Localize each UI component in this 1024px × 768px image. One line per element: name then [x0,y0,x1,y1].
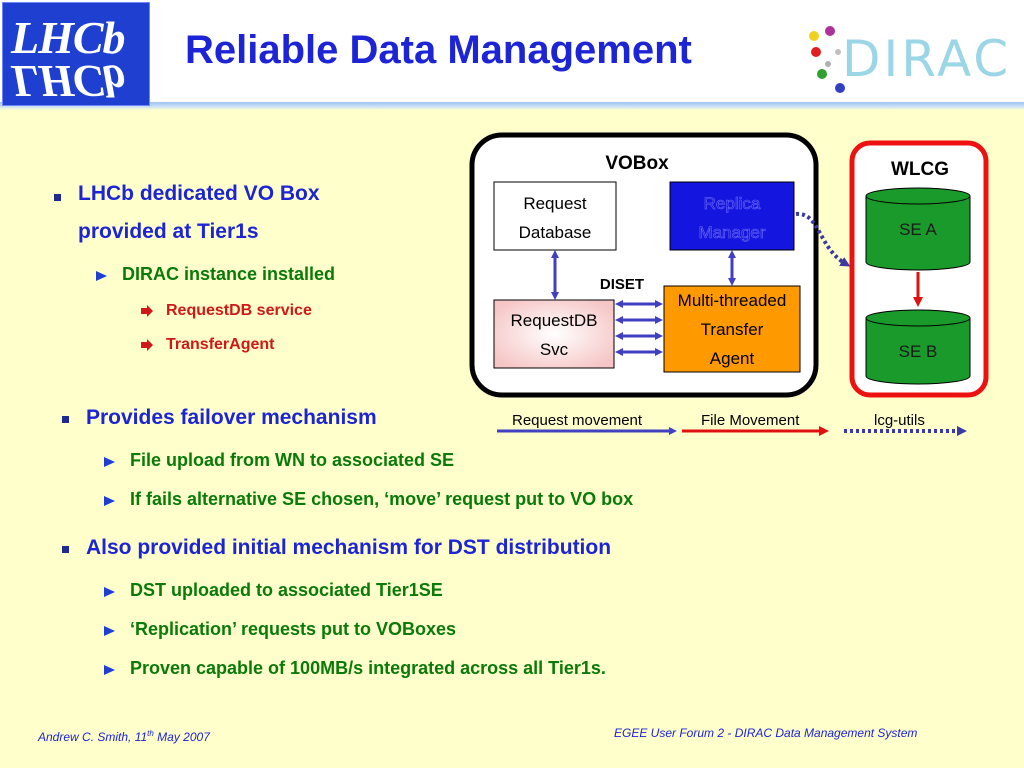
transfer-agent-label-2: Transfer [701,320,764,339]
bullet-file-upload: File upload from WN to associated SE [130,450,455,470]
requestdb-svc-label-2: Svc [540,340,569,359]
lhcb-logo: LHCb LHCb [2,2,150,106]
slide-header [0,0,1024,108]
footer-author: Andrew C. Smith, 11th May 2007 [38,729,210,744]
diset-label: DISET [600,276,644,293]
replica-manager-label-2: Manager [698,223,765,242]
bullet-dst-uploaded: DST uploaded to associated Tier1SE [130,580,443,600]
lhcb-logo-text: LHCb [11,12,126,63]
legend-file-movement: File Movement [701,412,800,429]
bullet-transfer-agent: TransferAgent [166,336,275,353]
footer-author-sup: th [147,729,154,738]
request-database-label-2: Database [519,223,592,242]
bullet-square-icon [62,416,69,423]
se-a-label: SE A [899,220,937,239]
bullet-alternative-se: If fails alternative SE chosen, ‘move’ r… [130,489,634,509]
legend-request-movement: Request movement [512,412,643,429]
bullet-triangle-icon [104,665,115,675]
footer-author-date: May 2007 [153,730,210,744]
request-database-label-1: Request [523,194,587,213]
bullet-triangle-icon [104,587,115,597]
dirac-dot-red-icon [811,47,821,57]
dirac-logo [809,26,845,93]
se-b-label: SE B [899,342,938,361]
bullet-dirac-instance: DIRAC instance installed [122,264,336,284]
footer-author-name: Andrew C. Smith, 11 [38,730,148,744]
bullet-triangle-icon [104,496,115,506]
bullet-square-icon [54,194,61,201]
dirac-dot-yellow-icon [809,31,819,41]
bullet-arrow-icon [141,339,153,351]
vobox-label: VOBox [605,153,669,174]
footer-event: EGEE User Forum 2 - DIRAC Data Managemen… [614,726,918,740]
se-b-cylinder: SE B [865,309,971,385]
dirac-logo-text: DIRAC [842,30,1012,88]
dirac-dot-green-icon [817,69,827,79]
transfer-agent-box [663,285,801,373]
requestdb-svc-box [493,299,615,369]
wlcg-label: WLCG [891,159,949,180]
bullet-triangle-icon [96,271,107,281]
bullet-failover: Provides failover mechanism [86,406,377,429]
dirac-dot-blue-icon [835,83,845,93]
replica-to-wlcg-dotted-arrow [795,211,851,267]
bullet-triangle-icon [104,626,115,636]
replica-manager-box [669,181,795,251]
replica-manager-label-1: Replica [704,194,761,213]
dirac-dot-grey-icon [835,49,841,55]
bullet-triangle-icon [104,457,115,467]
dirac-dot-magenta-icon [825,26,835,36]
bullet-requestdb-service: RequestDB service [166,302,312,319]
bullet-replication-requests: ‘Replication’ requests put to VOBoxes [130,619,457,639]
bullet-dst-distribution: Also provided initial mechanism for DST … [86,536,612,559]
requestdb-svc-label-1: RequestDB [511,311,598,330]
header-divider [0,102,1024,110]
page-title: Reliable Data Management [185,28,692,72]
transfer-agent-label-3: Agent [710,349,755,368]
bullet-arrow-icon [141,305,153,317]
transfer-agent-label-1: Multi-threaded [678,291,787,310]
bullet-square-icon [62,546,69,553]
bullet-vo-box: LHCb dedicated VO Box [78,182,320,205]
legend-lcg-utils: lcg-utils [874,412,925,429]
bullet-proven-capable: Proven capable of 100MB/s integrated acr… [130,658,606,678]
se-a-cylinder: SE A [865,187,971,271]
request-database-box [493,181,617,251]
bullet-vo-box-cont: provided at Tier1s [78,220,259,243]
